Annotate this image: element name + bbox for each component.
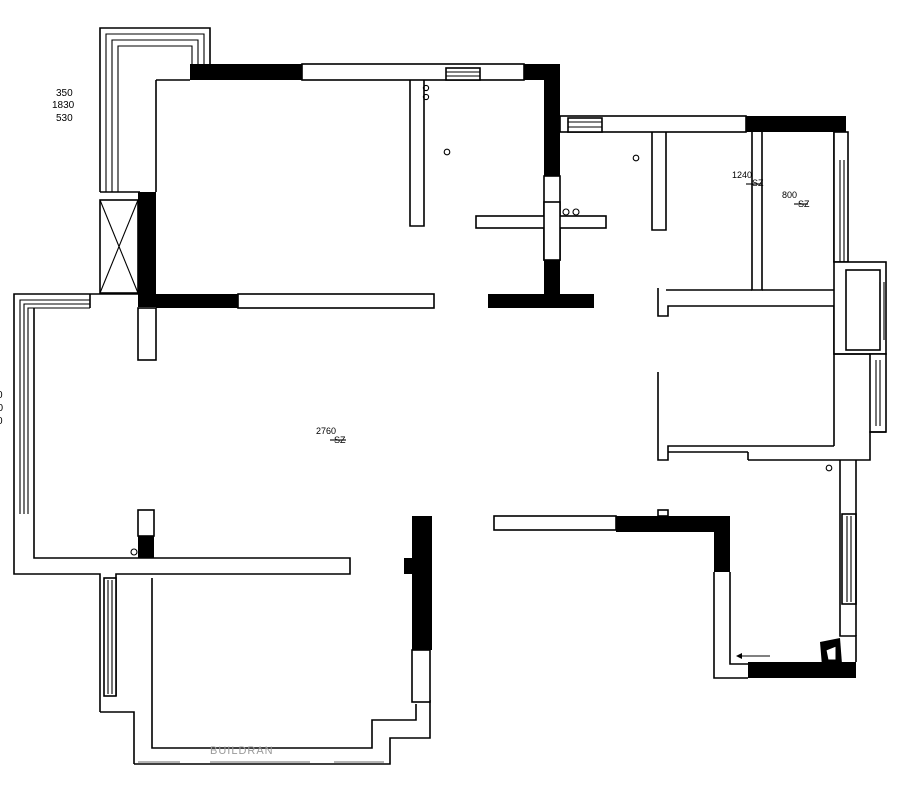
room-label-1240: 1240 SZ [732,170,764,188]
dim-line-1: 350 [56,88,73,99]
room-lower-right [493,460,857,679]
room-label-2760: 2760 SZ [316,426,346,445]
room-label-2760-value: 2760 [316,426,336,436]
dim-line-3: 530 [56,113,73,124]
room-label-1240-value: 1240 [732,170,752,180]
room-middle-right [657,261,887,472]
room-upper-right [559,115,849,291]
room-living [13,293,435,712]
watermark: BUILDRAN [138,745,384,763]
room-label-1240-sub: SZ [752,178,764,188]
wall-upper-center [475,80,607,308]
shaft-box [99,192,156,307]
dim-line-2: 1830 [52,100,75,111]
dim-top-left: 350 1830 530 [52,88,75,124]
dim-left-3: 0 [0,416,3,427]
dim-left-2: 80 [0,403,4,414]
dim-left-edge: 0 80 0 [0,390,4,427]
room-lower-left [100,516,432,765]
room-label-800-value: 800 [782,190,797,200]
watermark-text: BUILDRAN [210,745,274,757]
room-upper-left [155,63,560,227]
room-label-800: 800 SZ [782,190,810,209]
bay-window-top-left [99,27,211,193]
dim-left-1: 0 [0,390,3,401]
